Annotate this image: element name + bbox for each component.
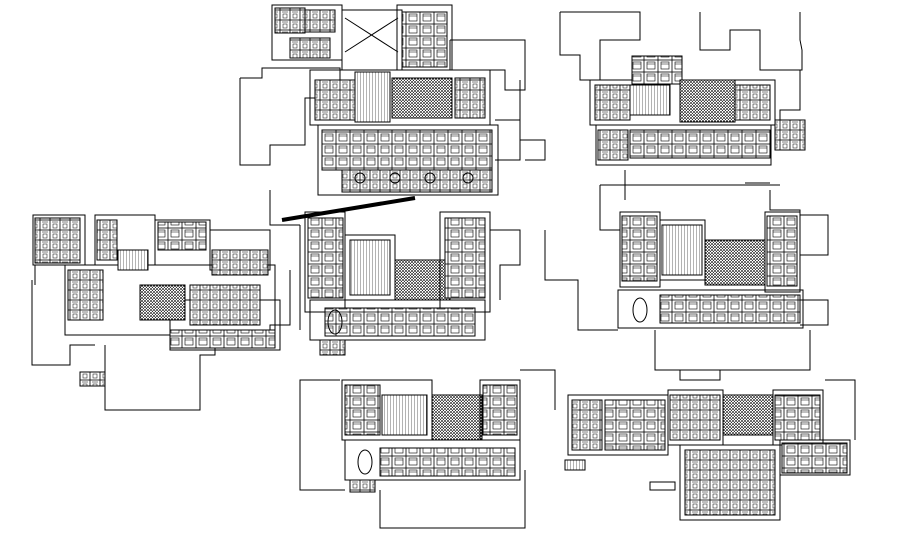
plan-top-right [519,11,806,200]
plan-mid-center [269,190,521,356]
plan-top-center [239,4,526,196]
plan-mid-left [31,214,291,411]
plan-bottom-center [299,369,556,529]
plan-bottom-right [564,370,856,521]
plan-mid-right [544,185,829,371]
